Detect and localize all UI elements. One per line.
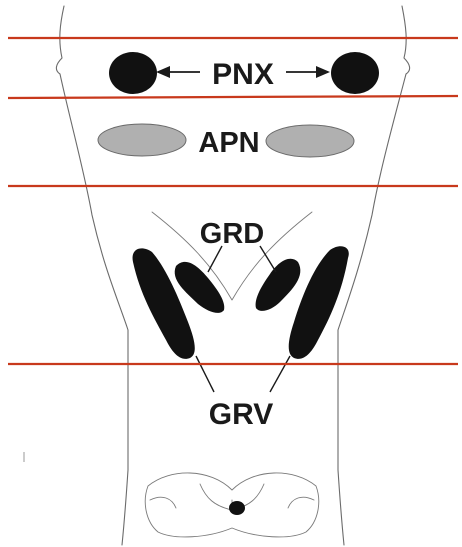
central-canal [229,501,245,515]
label-grd: GRD [200,218,264,250]
label-apn: APN [198,127,259,159]
section-line-2 [8,96,458,98]
apn-nucleus-left [98,124,186,156]
apn-nucleus-right [266,125,354,157]
grv-leader-lines [196,356,290,392]
label-pnx: PNX [212,58,274,91]
label-grv: GRV [209,398,273,431]
grd-nucleus-left [175,262,225,313]
spinal-grey-matter [145,473,319,537]
pnx-nucleus-left [109,52,157,94]
pnx-nucleus-right [331,52,379,94]
grd-nucleus-right [256,259,301,311]
